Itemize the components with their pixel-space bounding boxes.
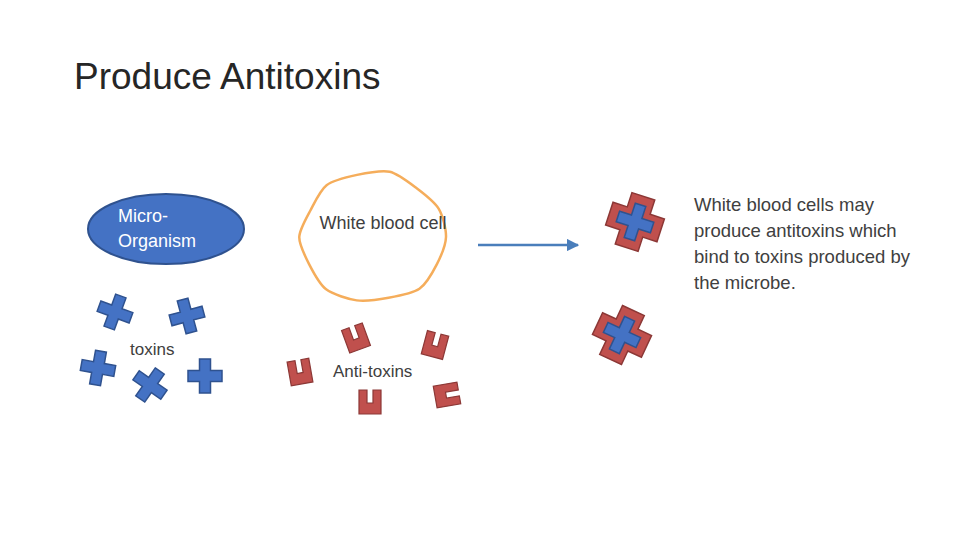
antitoxin-symbol bbox=[421, 331, 448, 360]
antitoxin-symbols bbox=[287, 323, 461, 414]
antitoxin-shell bbox=[586, 299, 658, 371]
ellipse-outline bbox=[88, 194, 244, 264]
antitoxin-symbol bbox=[287, 358, 313, 385]
toxin-core bbox=[612, 199, 657, 244]
antitoxin-symbol bbox=[433, 382, 460, 408]
antitoxin-symbol bbox=[359, 390, 381, 414]
cell-shape bbox=[296, 168, 450, 306]
ellipse-shape bbox=[87, 193, 245, 265]
organism-ellipse: Micro- Organism bbox=[87, 193, 245, 265]
bound-complexes bbox=[586, 188, 669, 371]
toxin-symbols bbox=[78, 290, 222, 408]
toxin-symbol bbox=[78, 348, 117, 387]
antitoxin-symbol bbox=[342, 323, 371, 353]
explanation-note: White blood cells may produce antitoxins… bbox=[694, 192, 926, 296]
cell-outline: White blood cell bbox=[296, 168, 450, 306]
toxin-core bbox=[598, 311, 646, 359]
toxin-symbol bbox=[188, 359, 222, 393]
process-arrow bbox=[478, 244, 578, 247]
bound-complex bbox=[601, 188, 669, 256]
antitoxin-shell bbox=[601, 188, 669, 256]
toxin-symbol bbox=[126, 361, 173, 408]
toxin-label: toxins bbox=[130, 339, 220, 361]
node-text: Micro- Organism bbox=[118, 204, 218, 254]
slide-title: Produce Antitoxins bbox=[74, 56, 380, 98]
toxin-symbol bbox=[166, 295, 208, 337]
bound-complex bbox=[586, 299, 658, 371]
toxin-symbol bbox=[93, 290, 137, 334]
cell-membrane bbox=[299, 171, 446, 300]
antitoxin-label: Anti-toxins bbox=[333, 361, 443, 383]
node-text: White blood cell bbox=[318, 211, 448, 236]
